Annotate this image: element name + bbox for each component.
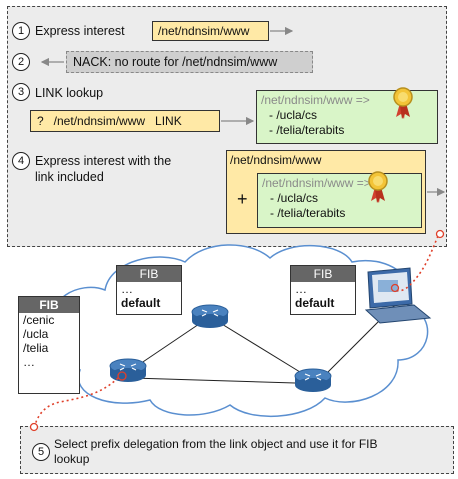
path-endpoint-top (435, 229, 445, 239)
step-4-label-line2: link included (35, 170, 104, 184)
step-3-link-header: /net/ndnsim/www => (261, 93, 370, 107)
step-4-interest-name: /net/ndnsim/www (230, 153, 322, 167)
step-2-nack: NACK: no route for /net/ndnsim/www (66, 51, 313, 73)
fib-left-title: FIB (19, 297, 79, 313)
step-4-link-header: /net/ndnsim/www => (262, 176, 371, 190)
path-marker-laptop (390, 283, 400, 293)
step-1-number: 1 (12, 22, 30, 40)
fib-right-row: … (295, 282, 307, 296)
fib-right-row-default: default (295, 296, 335, 310)
laptop-icon (364, 267, 432, 324)
fib-middle-row-default: default (121, 296, 161, 310)
step-3-number: 3 (12, 83, 30, 101)
step-4-number: 4 (12, 152, 30, 170)
fib-left-row: … (23, 355, 35, 369)
step-3-link-item-1: - /ucla/cs (269, 108, 318, 122)
step-5-panel (20, 426, 454, 474)
step-3-label: LINK lookup (35, 86, 104, 100)
path-endpoint-bottom (29, 422, 39, 432)
fib-left-row: /ucla (23, 327, 49, 341)
router-right (294, 368, 332, 392)
red-forwarding-path (394, 235, 439, 292)
step-4-interest-with-link: /net/ndnsim/www + /net/ndnsim/www => - /… (226, 150, 426, 234)
link-r2-r3 (211, 317, 301, 373)
fib-middle-title: FIB (117, 266, 181, 282)
fib-table-left: FIB /cenic /ucla /telia … (18, 296, 80, 394)
step-4-label-line1: Express interest with the (35, 154, 172, 168)
step-3-link-object: /net/ndnsim/www => - /ucla/cs - /telia/t… (256, 90, 438, 144)
award-ribbon-icon (368, 171, 388, 203)
fib-left-row: /telia (23, 341, 49, 355)
step-1-interest-name: /net/ndnsim/www (152, 21, 269, 41)
router-left (109, 358, 147, 382)
step-5-label-line1: Select prefix delegation from the link o… (54, 437, 378, 451)
step-4-link-object: /net/ndnsim/www => - /ucla/cs - /telia/t… (257, 173, 422, 228)
step-4-link-item-1: - /ucla/cs (270, 191, 319, 205)
step-2-number: 2 (12, 53, 30, 71)
router-middle (191, 304, 229, 328)
step-4-link-item-2: - /telia/terabits (270, 206, 346, 220)
award-ribbon-icon (393, 87, 413, 119)
step-3-link-item-2: - /telia/terabits (269, 123, 345, 137)
fib-table-middle: FIB … default (116, 265, 182, 315)
step-4-plus-sign: + (237, 189, 248, 209)
fib-table-right: FIB … default (290, 265, 356, 315)
link-r1-r3 (131, 377, 296, 384)
fib-middle-row: … (121, 282, 133, 296)
step-1-label: Express interest (35, 24, 125, 38)
network-cloud (48, 244, 429, 418)
step-5-number: 5 (32, 443, 50, 461)
fib-right-title: FIB (291, 266, 355, 282)
path-marker-router (117, 371, 127, 381)
fib-left-row: /cenic (23, 313, 55, 327)
step-5-label-line2: lookup (54, 452, 90, 466)
step-3-link-query: ? /net/ndnsim/www LINK (30, 110, 220, 132)
